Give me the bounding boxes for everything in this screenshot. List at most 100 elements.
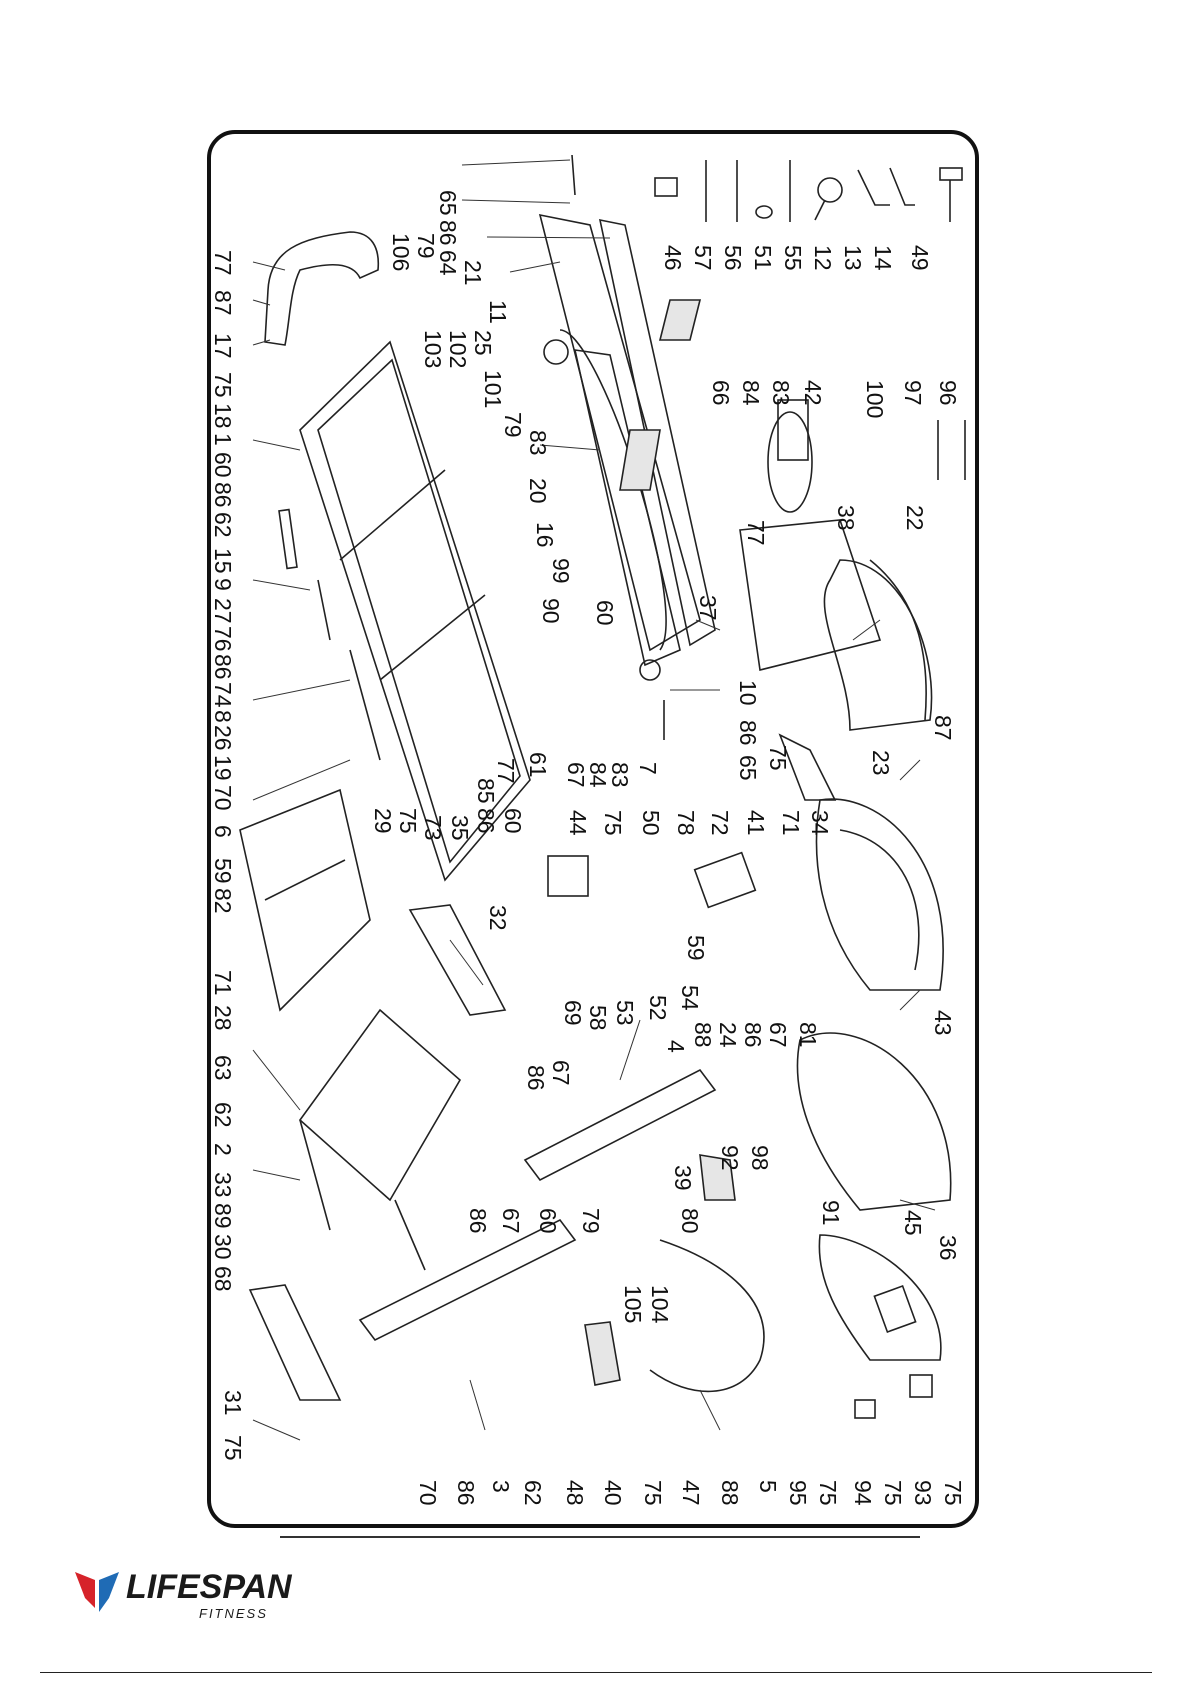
part-2-leg-2 bbox=[394, 1199, 426, 1271]
part-39-grip bbox=[699, 1154, 736, 1201]
callout-1: 1 bbox=[210, 433, 236, 446]
leader bbox=[469, 1379, 486, 1431]
part-40-grip bbox=[584, 1321, 621, 1386]
leader bbox=[461, 159, 571, 166]
part-deck-pad bbox=[658, 299, 702, 341]
callout-60: 60 bbox=[592, 600, 618, 626]
callout-84: 84 bbox=[585, 762, 611, 788]
leader bbox=[899, 989, 921, 1011]
callout-86: 86 bbox=[210, 482, 236, 508]
callout-22: 22 bbox=[902, 505, 928, 531]
callout-70: 70 bbox=[415, 1480, 441, 1506]
callout-105: 105 bbox=[620, 1285, 646, 1323]
part-36-screen bbox=[873, 1284, 917, 1334]
part-19-rod bbox=[349, 649, 381, 761]
leader bbox=[695, 619, 721, 631]
part-14-hex-key bbox=[889, 167, 915, 206]
leader bbox=[852, 619, 881, 641]
part-5-handlebar bbox=[649, 1239, 765, 1393]
callout-59: 59 bbox=[210, 858, 236, 884]
callout-87: 87 bbox=[210, 290, 236, 316]
part-1-frame-inner bbox=[317, 358, 521, 864]
callout-5: 5 bbox=[755, 1480, 781, 1493]
leader bbox=[252, 439, 301, 451]
leader bbox=[252, 679, 351, 701]
callout-23: 23 bbox=[868, 750, 894, 776]
callout-69: 69 bbox=[560, 1000, 586, 1026]
callout-92: 92 bbox=[717, 1145, 743, 1171]
part-20-rail bbox=[573, 349, 681, 667]
callout-51: 51 bbox=[750, 245, 776, 271]
callout-65: 65 bbox=[435, 190, 461, 216]
callout-13: 13 bbox=[840, 245, 866, 271]
part-42-shaft bbox=[777, 399, 809, 461]
callout-77: 77 bbox=[743, 520, 769, 546]
callout-67: 67 bbox=[548, 1060, 574, 1086]
part-12-wrench bbox=[817, 177, 843, 203]
part-43-console bbox=[815, 798, 944, 991]
leader bbox=[252, 1169, 301, 1181]
logo-red-facet bbox=[75, 1572, 95, 1608]
callout-86: 86 bbox=[473, 808, 499, 834]
callout-75: 75 bbox=[880, 1480, 906, 1506]
callout-42: 42 bbox=[800, 380, 826, 406]
callout-48: 48 bbox=[562, 1480, 588, 1506]
callout-40: 40 bbox=[600, 1480, 626, 1506]
part-45-console-back bbox=[796, 1032, 952, 1211]
callout-91: 91 bbox=[818, 1200, 844, 1226]
part-1-crossbar bbox=[339, 469, 446, 561]
callout-52: 52 bbox=[645, 995, 671, 1021]
leader bbox=[252, 1049, 301, 1111]
callout-66: 66 bbox=[708, 380, 734, 406]
callout-38: 38 bbox=[833, 505, 859, 531]
callout-75: 75 bbox=[640, 1480, 666, 1506]
callout-86: 86 bbox=[465, 1208, 491, 1234]
callout-24: 24 bbox=[715, 1022, 741, 1048]
callout-36: 36 bbox=[935, 1235, 961, 1261]
part-38-base bbox=[739, 519, 882, 671]
callout-64: 64 bbox=[435, 250, 461, 276]
callout-37: 37 bbox=[695, 595, 721, 621]
leader bbox=[252, 579, 311, 591]
callout-75: 75 bbox=[815, 1480, 841, 1506]
callout-19: 19 bbox=[210, 755, 236, 781]
part-99-pad bbox=[619, 429, 661, 491]
callout-84: 84 bbox=[738, 380, 764, 406]
part-4-crossbar bbox=[523, 1068, 717, 1182]
part-9-shaft bbox=[317, 579, 331, 641]
callout-60: 60 bbox=[500, 808, 526, 834]
brand-name: LIFESPAN bbox=[126, 1568, 292, 1606]
callout-11: 11 bbox=[485, 300, 511, 324]
callout-95: 95 bbox=[785, 1480, 811, 1506]
part-93-box bbox=[909, 1374, 933, 1398]
callout-49: 49 bbox=[907, 245, 933, 271]
part-94-box bbox=[854, 1399, 876, 1419]
part-1-frame bbox=[299, 340, 531, 882]
callout-67: 67 bbox=[563, 762, 589, 788]
page-bottom-rule bbox=[40, 1672, 1152, 1673]
callout-32: 32 bbox=[485, 905, 511, 931]
callout-106: 106 bbox=[388, 233, 414, 271]
leader bbox=[899, 759, 921, 781]
callout-75: 75 bbox=[765, 745, 791, 771]
callout-3: 3 bbox=[488, 1480, 514, 1493]
callout-21: 21 bbox=[460, 260, 486, 286]
callout-20: 20 bbox=[525, 478, 551, 504]
callout-60: 60 bbox=[210, 452, 236, 478]
callout-75: 75 bbox=[395, 808, 421, 834]
callout-65: 65 bbox=[735, 755, 761, 781]
part-65-bolt bbox=[571, 154, 576, 196]
part-36-display bbox=[818, 1234, 942, 1361]
callout-56: 56 bbox=[720, 245, 746, 271]
callout-86: 86 bbox=[523, 1065, 549, 1091]
callout-61: 61 bbox=[525, 752, 551, 778]
part-10-roller bbox=[639, 659, 661, 681]
logo-blue-facet bbox=[99, 1572, 119, 1612]
part-15-tube bbox=[278, 508, 298, 570]
callout-103: 103 bbox=[420, 330, 446, 368]
callout-33: 33 bbox=[210, 1172, 236, 1198]
leader bbox=[252, 1419, 301, 1441]
leader bbox=[699, 1389, 721, 1431]
leader bbox=[899, 1199, 936, 1211]
callout-63: 63 bbox=[210, 1055, 236, 1081]
